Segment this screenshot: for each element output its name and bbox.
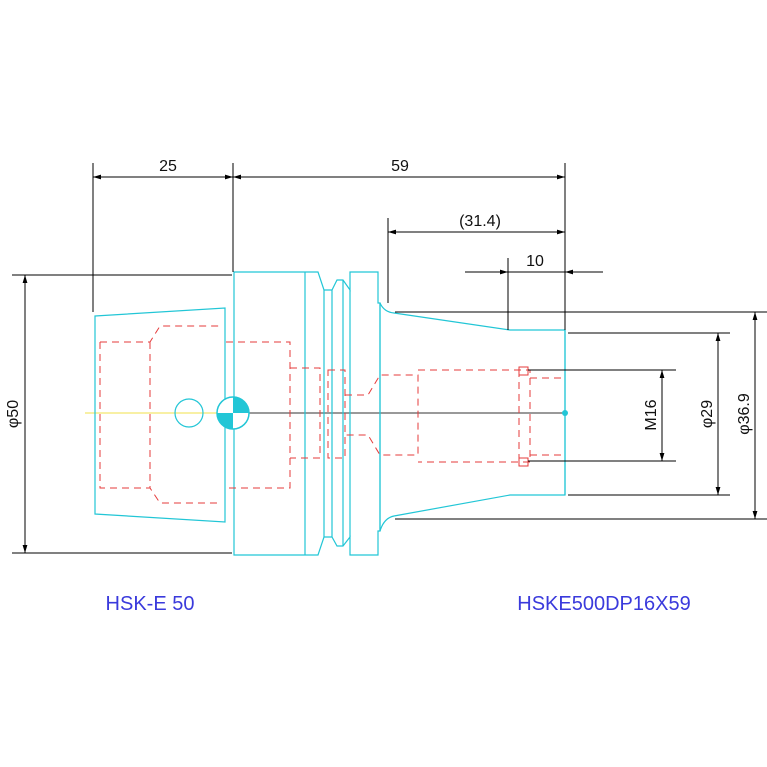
dim-text-dia29: φ29	[699, 400, 716, 428]
nose-taper	[379, 302, 566, 532]
hidden-shank-bore	[99, 325, 220, 504]
label-hsk-e50: HSK-E 50	[106, 593, 195, 615]
thread-mark-top	[518, 366, 529, 376]
tool-holder-outline	[94, 271, 568, 556]
dim-text-59: 59	[391, 158, 409, 175]
front-center-point	[562, 410, 568, 416]
dim-text-25: 25	[159, 158, 177, 175]
dim-text-m16: M16	[643, 399, 660, 430]
hsk-taper-shank	[94, 307, 226, 523]
hidden-center-bore	[327, 369, 419, 459]
dimensions	[12, 163, 767, 554]
label-part-number: HSKE500DP16X59	[517, 593, 690, 615]
thread-mark-bottom	[518, 457, 529, 467]
hidden-internal-geometry	[99, 325, 562, 504]
shank-center-hole	[174, 398, 204, 428]
hidden-thread-bore	[418, 369, 562, 463]
dim-text-dia36-9: φ36.9	[736, 393, 753, 435]
gauge-line-symbol-icon	[216, 396, 250, 430]
dim-text-31-4: (31.4)	[459, 213, 501, 230]
dim-text-10: 10	[526, 253, 544, 270]
hidden-flange-bore	[226, 341, 321, 489]
dim-text-dia50: φ50	[5, 400, 22, 428]
